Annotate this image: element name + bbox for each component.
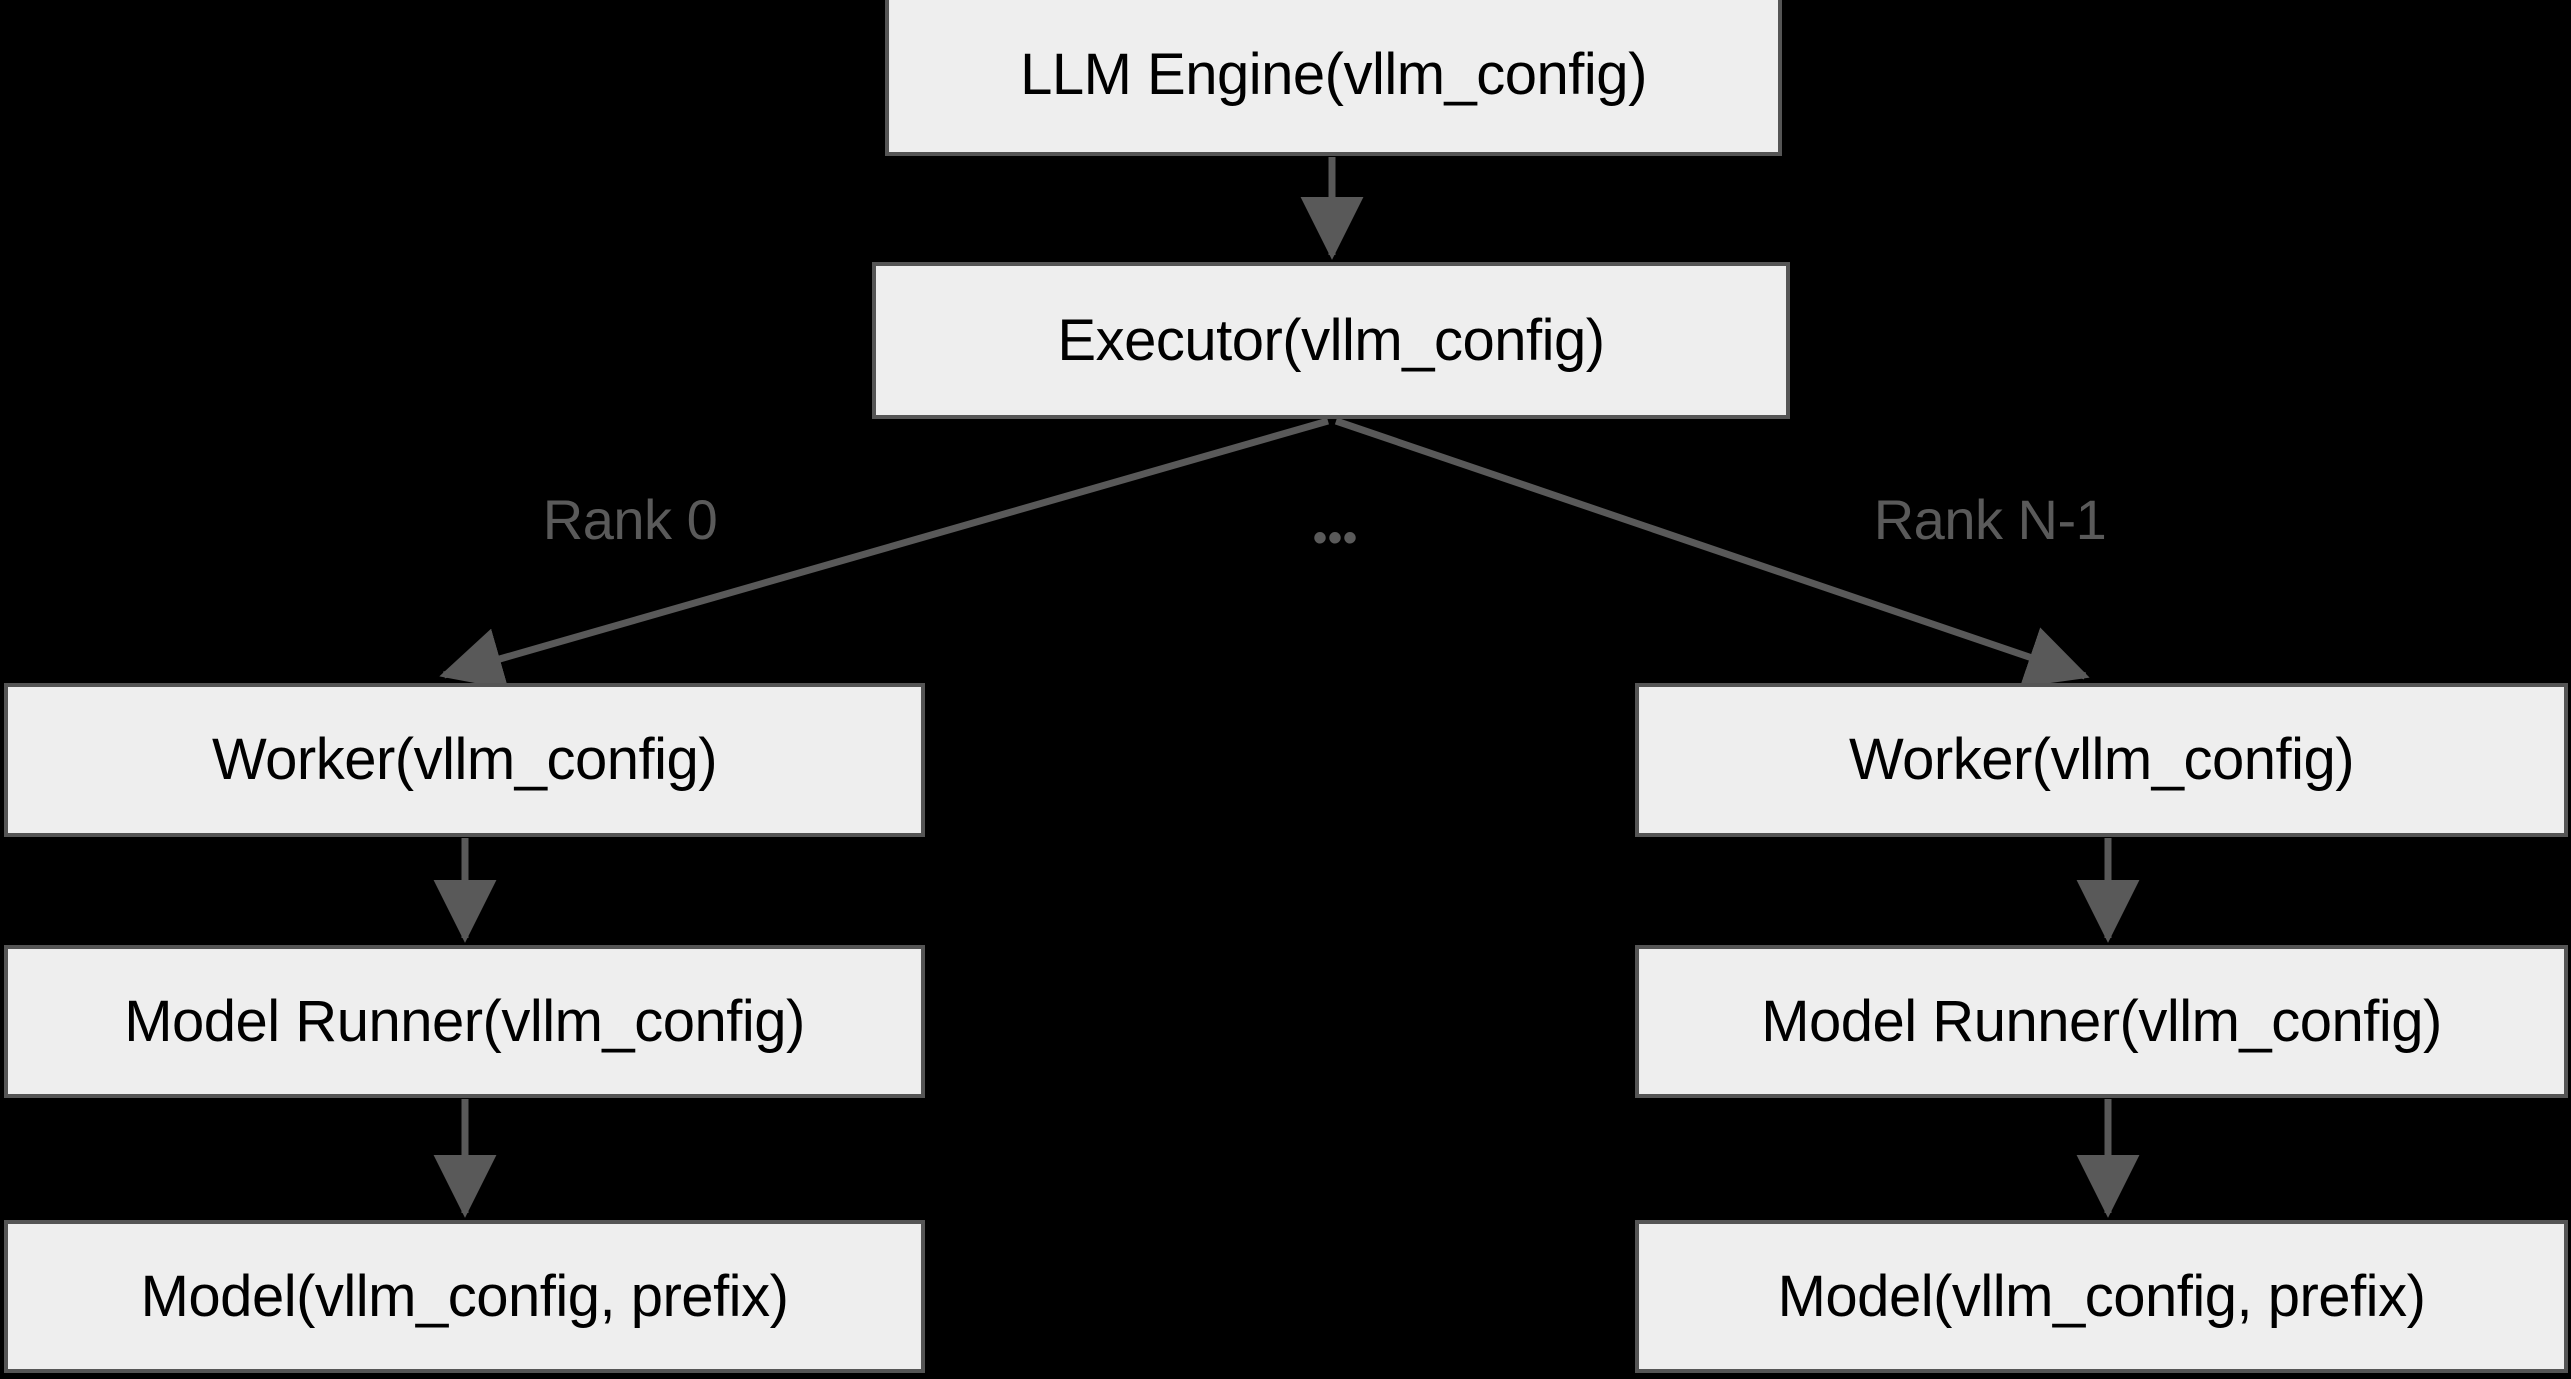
node-executor[interactable]: Executor(vllm_config) — [872, 262, 1790, 419]
node-model-rank-n[interactable]: Model(vllm_config, prefix) — [1635, 1220, 2568, 1373]
node-worker-rank-0[interactable]: Worker(vllm_config) — [4, 683, 925, 837]
edge-label-rank-0: Rank 0 — [542, 488, 718, 551]
node-model-runner-rank-n[interactable]: Model Runner(vllm_config) — [1635, 945, 2568, 1098]
edge-label-ellipsis: ••• — [1313, 516, 1359, 560]
node-llm-engine[interactable]: LLM Engine(vllm_config) — [885, 0, 1782, 156]
node-worker-rank-n[interactable]: Worker(vllm_config) — [1635, 683, 2568, 837]
node-model-runner-rank-0[interactable]: Model Runner(vllm_config) — [4, 945, 925, 1098]
node-model-rank-0[interactable]: Model(vllm_config, prefix) — [4, 1220, 925, 1373]
edge-label-rank-n-minus-1: Rank N-1 — [1873, 488, 2107, 551]
